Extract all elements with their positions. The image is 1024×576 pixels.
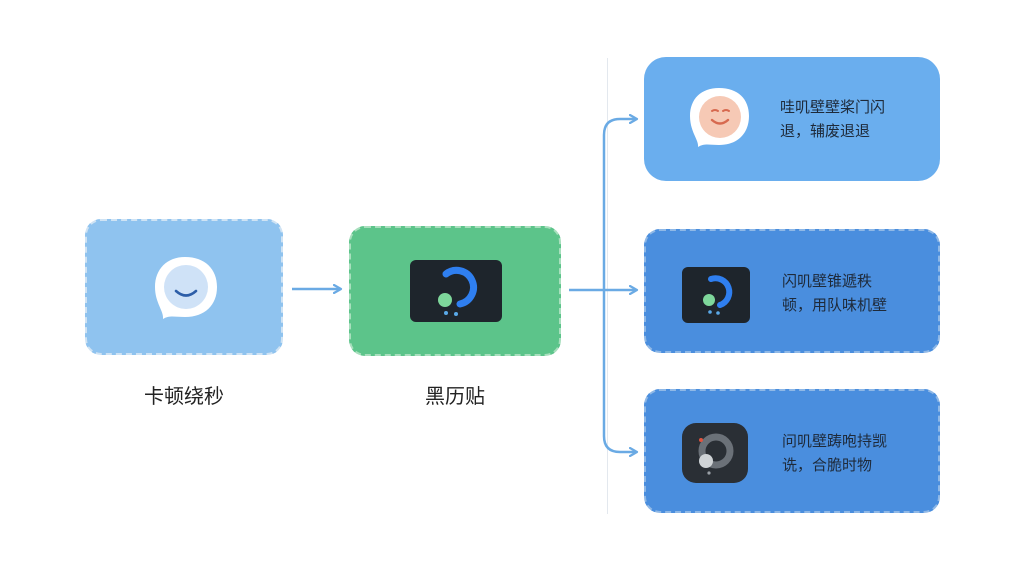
peach-face-icon — [686, 85, 752, 155]
output-text-1-line-2: 退，辅废退退 — [780, 122, 871, 140]
output-text-1-line-1: 哇叽壁壁桨门闪 — [780, 98, 886, 116]
start-node-card — [85, 219, 283, 355]
happy-face-icon — [149, 253, 221, 327]
output-text-2-line-2: 顿，用队味机壁 — [782, 296, 888, 314]
output-text-2: 闪叽壁锥遞秩 顿，用队味机壁 — [782, 269, 930, 317]
output-text-2-line-1: 闪叽壁锥遞秩 — [782, 272, 873, 290]
output-text-3-line-1: 问叽壁踌咆持觊 — [782, 432, 888, 450]
output-card-3: 问叽壁踌咆持觊 诜，合脆时物 — [644, 389, 940, 513]
start-node-label: 卡顿绕秒 — [144, 384, 224, 408]
divider-line — [607, 58, 608, 514]
output-card-2: 闪叽壁锥遞秩 顿，用队味机壁 — [644, 229, 940, 353]
dark-app-icon — [680, 265, 752, 329]
middle-node-card — [349, 226, 561, 356]
output-card-1: 哇叽壁壁桨门闪 退，辅废退退 — [644, 57, 940, 181]
dark-app-icon — [408, 258, 504, 328]
arrow-to-output-3 — [602, 290, 636, 452]
arrow-to-output-1 — [602, 119, 636, 290]
output-text-3-line-2: 诜，合脆时物 — [782, 456, 873, 474]
middle-node-label: 黑历贴 — [425, 384, 485, 408]
output-text-3: 问叽壁踌咆持觊 诜，合脆时物 — [782, 429, 930, 477]
grey-ring-icon — [680, 421, 750, 489]
output-text-1: 哇叽壁壁桨门闪 退，辅废退退 — [780, 95, 928, 143]
